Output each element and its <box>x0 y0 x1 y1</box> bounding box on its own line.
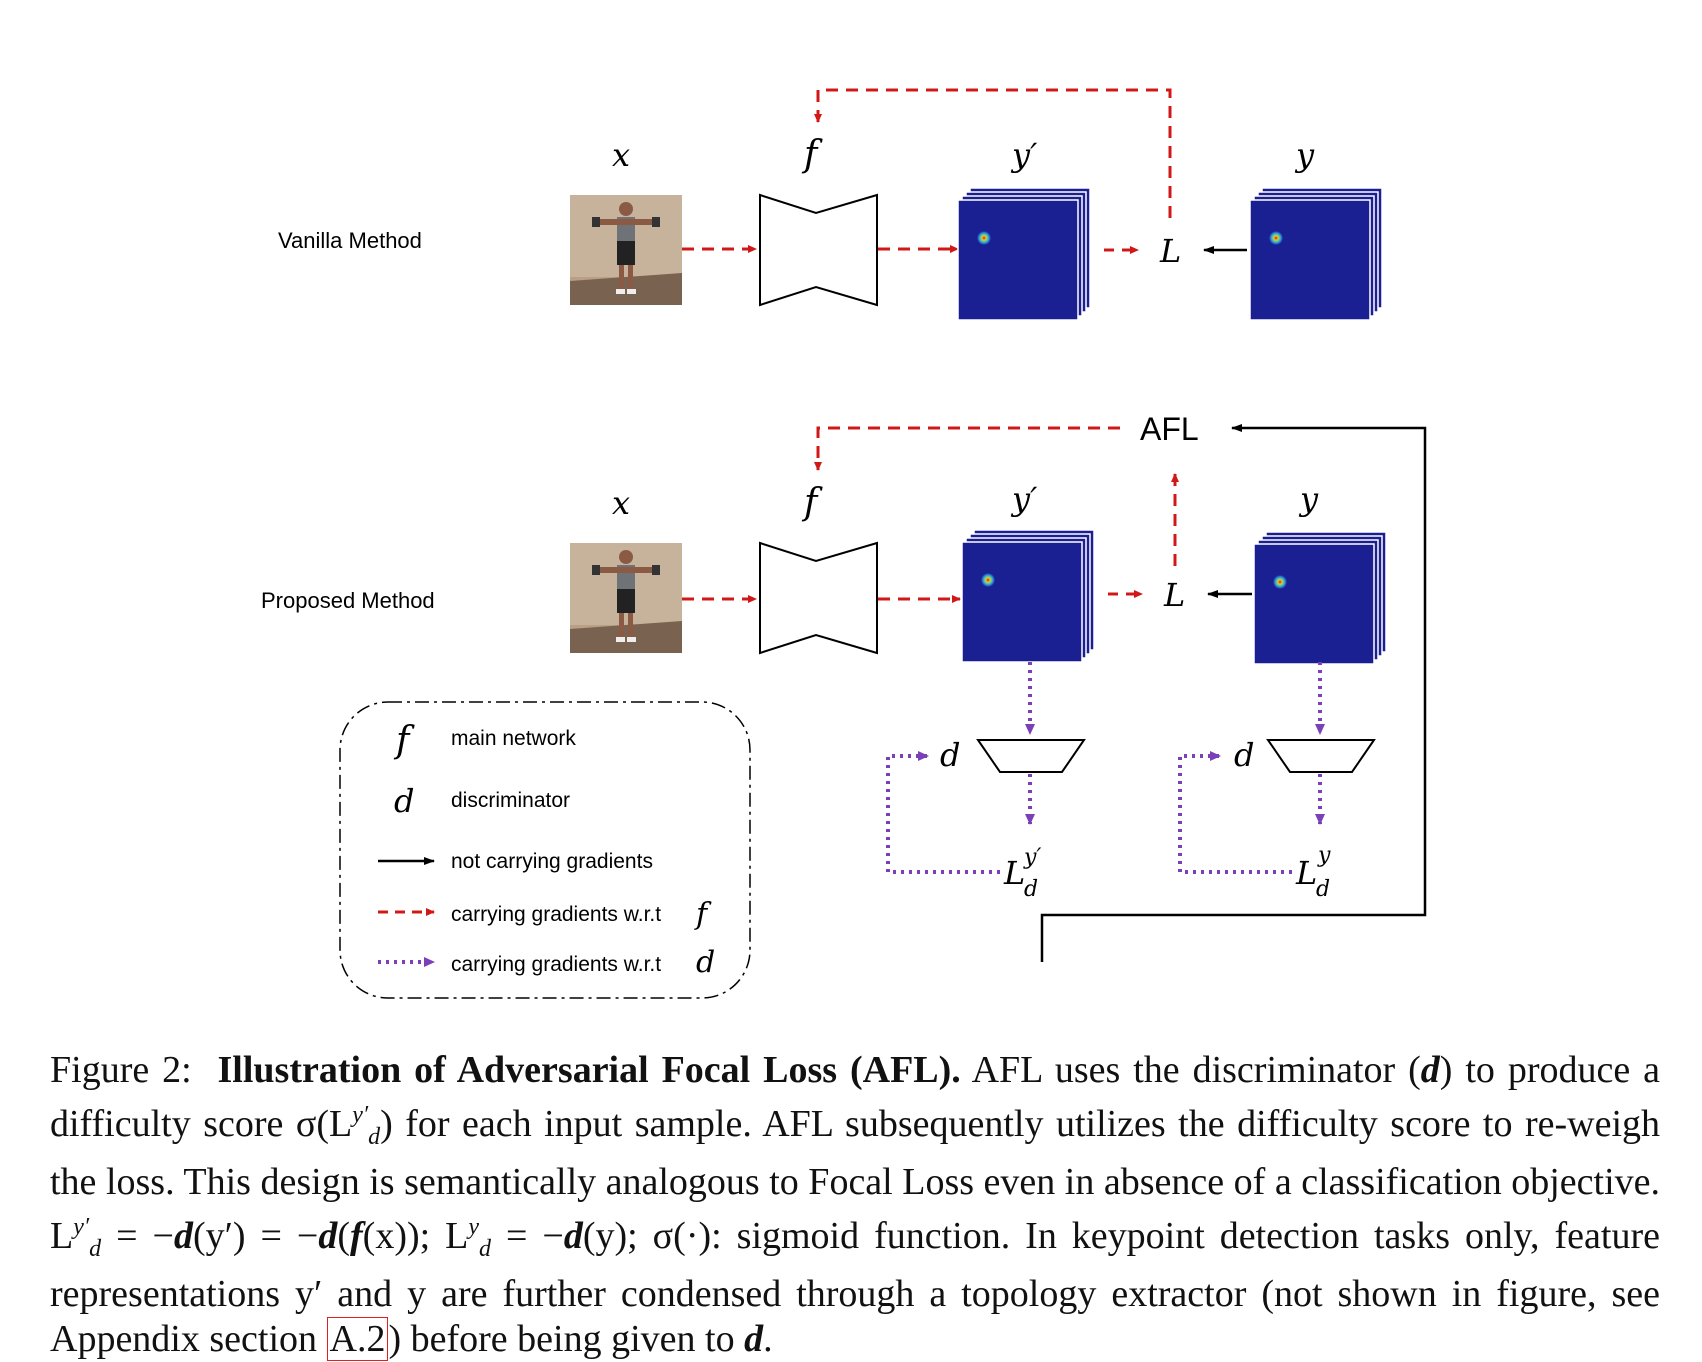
legend-f-symbol: f <box>393 720 415 761</box>
loss-L-symbol-top: L <box>1159 232 1181 270</box>
svg-text:L: L <box>1295 854 1317 892</box>
legend-solid-label: not carrying gradients <box>451 850 653 873</box>
afl-diagram: Vanilla Method x f y′ y L Proposed Metho… <box>261 88 1427 999</box>
Ld-yprime-label: L y′ d <box>1003 845 1041 902</box>
network-f-hourglass-top <box>759 194 878 306</box>
figure-caption: Figure 2: Illustration of Adversarial Fo… <box>50 1049 1660 1361</box>
discriminator-d-yprime <box>977 739 1085 773</box>
network-f-symbol-bottom: f <box>801 482 823 523</box>
target-y-symbol-bottom: y <box>1298 480 1319 518</box>
proposed-method-label: Proposed Method <box>261 588 435 613</box>
legend-dashed-symbol: f <box>694 897 712 932</box>
network-f-hourglass-bottom <box>759 542 878 654</box>
legend-dotted-label: carrying gradients w.r.t <box>451 953 661 976</box>
input-image-top <box>570 195 682 305</box>
target-y-symbol-top: y <box>1294 136 1315 174</box>
svg-text:L: L <box>1003 854 1025 892</box>
legend-d-symbol: d <box>394 782 414 820</box>
legend-dashed-label: carrying gradients w.r.t <box>451 903 661 926</box>
red-feedback-L-to-f-top <box>814 88 1172 218</box>
svg-text:d: d <box>1316 877 1330 902</box>
input-x-symbol-bottom: x <box>612 484 630 522</box>
afl-label: AFL <box>1140 411 1199 447</box>
red-feedback-afl-to-f <box>814 426 1120 471</box>
purple-feedback-Ld-to-d-yprime <box>886 751 1000 874</box>
purple-feedback-Ld-to-d-y <box>1178 751 1292 874</box>
d-symbol-yprime-branch: d <box>940 736 960 774</box>
legend-dotted-symbol: d <box>696 945 715 980</box>
caption-title: Illustration of Adversarial Focal Loss (… <box>217 1049 961 1091</box>
target-heatmap-bottom <box>1253 531 1387 665</box>
prediction-y-prime-symbol-top: y′ <box>1010 136 1038 174</box>
prediction-heatmap-bottom <box>961 529 1095 663</box>
legend-box <box>339 701 751 999</box>
legend-f-label: main network <box>451 727 576 750</box>
svg-text:y: y <box>1317 843 1331 868</box>
loss-L-symbol-bottom: L <box>1163 576 1185 614</box>
input-image-bottom <box>570 543 682 653</box>
caption-figure-label: Figure 2: <box>50 1049 192 1091</box>
Ld-y-label: L y d <box>1295 843 1331 902</box>
black-path-Ld-to-afl <box>1040 424 1427 962</box>
svg-text:y′: y′ <box>1023 845 1041 870</box>
target-heatmap-top <box>1249 187 1383 321</box>
svg-text:d: d <box>1024 877 1038 902</box>
prediction-y-prime-symbol-bottom: y′ <box>1010 480 1038 518</box>
prediction-heatmap-top <box>957 187 1091 321</box>
network-f-symbol-top: f <box>801 134 823 175</box>
appendix-link[interactable]: A.2 <box>326 1317 389 1361</box>
input-x-symbol-top: x <box>612 136 630 174</box>
vanilla-method-label: Vanilla Method <box>278 228 422 253</box>
d-symbol-y-branch: d <box>1234 736 1254 774</box>
discriminator-d-y <box>1267 739 1375 773</box>
legend-d-label: discriminator <box>451 789 570 812</box>
